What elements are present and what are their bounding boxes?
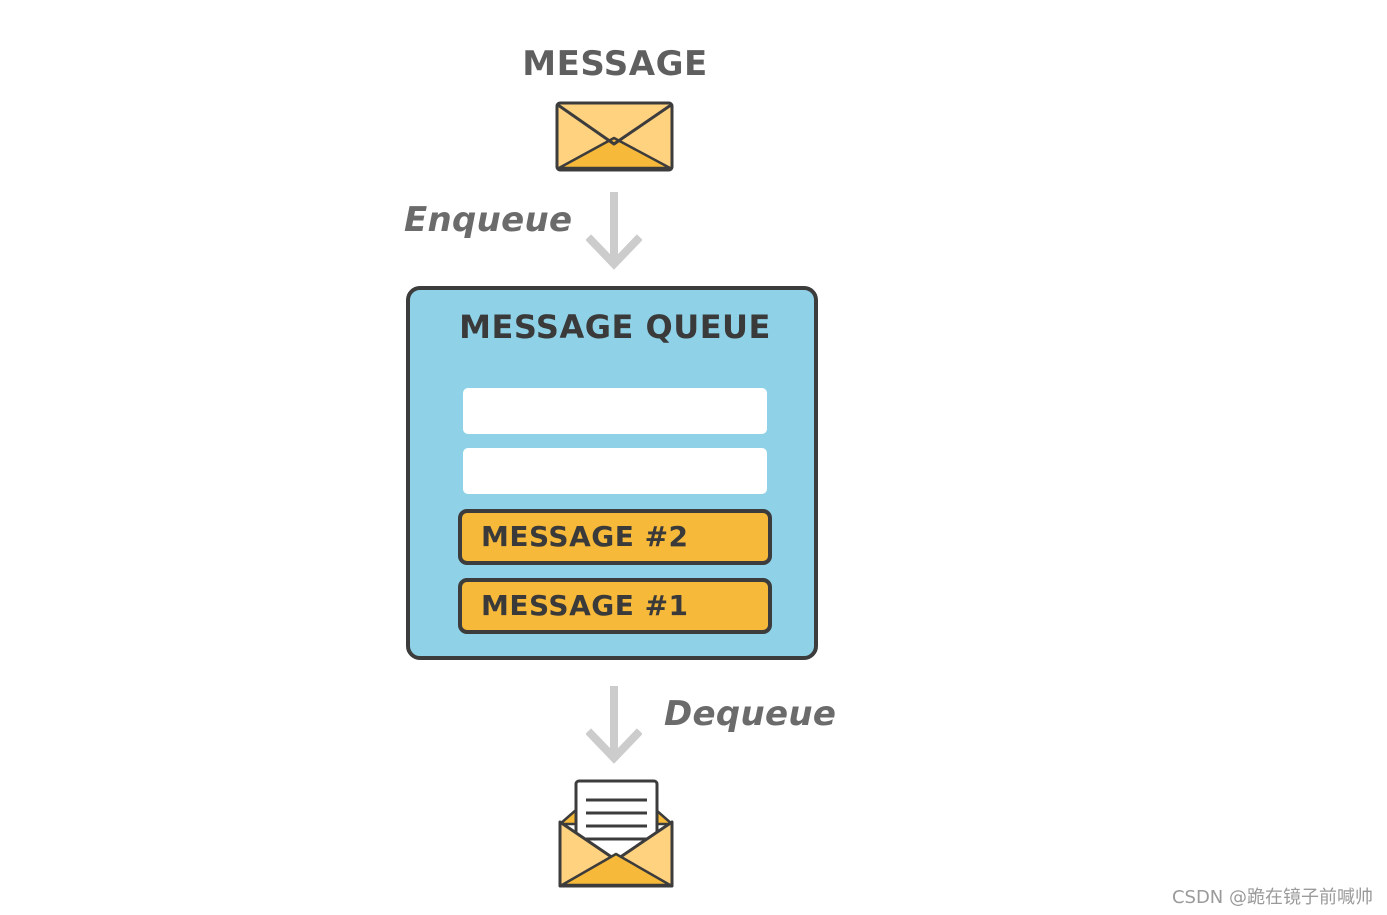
queue-message-label: MESSAGE #1 xyxy=(481,589,689,622)
message-queue-title: MESSAGE QUEUE xyxy=(459,308,771,346)
queue-message-label: MESSAGE #2 xyxy=(481,520,689,553)
enqueue-label: Enqueue xyxy=(404,200,573,240)
empty-queue-slot xyxy=(463,448,767,494)
watermark-text: CSDN @跪在镜子前喊帅 xyxy=(1171,887,1373,908)
envelope-open-letter-icon xyxy=(558,779,674,888)
message-title: MESSAGE xyxy=(522,44,708,84)
dequeue-arrow-icon xyxy=(586,686,642,764)
envelope-closed-icon xyxy=(555,101,674,172)
queue-message-item: MESSAGE #2 xyxy=(458,509,772,565)
enqueue-arrow-icon xyxy=(586,192,642,270)
dequeue-label: Dequeue xyxy=(664,694,837,734)
queue-message-item: MESSAGE #1 xyxy=(458,578,772,634)
empty-queue-slot xyxy=(463,388,767,434)
